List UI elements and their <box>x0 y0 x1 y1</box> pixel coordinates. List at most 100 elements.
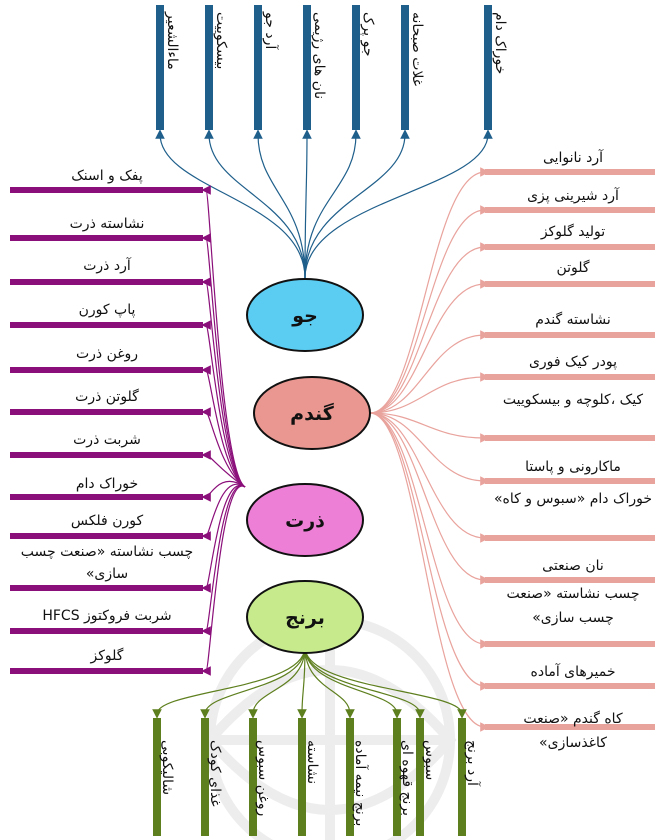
wheat-connector <box>369 412 490 486</box>
product-label: تولید گلوکز <box>540 224 606 240</box>
wheat-connector <box>369 412 490 443</box>
corn-connector <box>201 485 246 636</box>
product-label: شربت فروکتوز HFCS <box>42 608 172 624</box>
barley-product-bar <box>156 5 164 130</box>
corn-connector <box>201 480 246 502</box>
wheat-connector <box>369 412 490 543</box>
wheat-node <box>253 376 371 450</box>
corn-product-bar <box>10 367 203 373</box>
product-label: گلوکز <box>90 648 124 664</box>
product-label: جو پرک <box>360 12 376 57</box>
product-label: نشاسته <box>304 740 320 785</box>
product-label: روغن ذرت <box>75 346 139 362</box>
rice-node-label: برنج <box>285 607 325 629</box>
wheat-product-bar <box>485 435 655 441</box>
wheat-connector <box>369 205 490 414</box>
product-label: چسب نشاسته «صنعت چسب سازی» <box>506 586 640 626</box>
barley-connector <box>302 129 312 279</box>
barley-connector <box>253 129 306 279</box>
barley-connector <box>204 129 306 279</box>
barley-connector <box>304 129 493 279</box>
wheat-product-bar <box>485 281 655 287</box>
wheat-product-bar <box>485 641 655 647</box>
rice-node <box>246 580 364 654</box>
barley-product-bar <box>205 5 213 130</box>
wheat-connector <box>369 412 490 585</box>
wheat-product-bar <box>485 535 655 541</box>
corn-product-bar <box>10 452 203 458</box>
wheat-connector <box>369 412 490 649</box>
wheat-node-label: گندم <box>290 402 335 425</box>
barley-connector <box>155 129 306 279</box>
barley-node <box>246 278 364 352</box>
corn-product-bar <box>10 187 203 193</box>
barley-product-bar <box>352 5 360 130</box>
product-label: پودر کیک فوری <box>528 354 618 370</box>
product-label: برنج قهوه ای <box>399 740 415 817</box>
product-label: پفک و اسنک <box>71 168 143 184</box>
corn-product-bar <box>10 585 203 591</box>
product-label: ماءالشعیر <box>164 12 180 70</box>
rice-connector <box>304 646 425 719</box>
corn-product-bar <box>10 668 203 674</box>
product-label: خوراک دام «سبوس و کاه» <box>493 491 653 507</box>
rice-product-bar <box>201 718 209 836</box>
product-label: خوراک دام <box>75 476 139 492</box>
corn-connector <box>201 365 246 488</box>
rice-connector <box>304 646 467 719</box>
corn-product-bar <box>10 235 203 241</box>
product-label: گلوتن ذرت <box>75 389 139 405</box>
product-label: ماکارونی و پاستا <box>525 459 621 475</box>
rice-connector <box>297 646 307 719</box>
product-label: نشاسته ذرت <box>69 216 145 232</box>
corn-product-bar <box>10 628 203 634</box>
wheat-product-bar <box>485 169 655 175</box>
rice-product-bar <box>249 718 257 836</box>
product-label: آرد نانوایی <box>542 150 604 166</box>
product-label: گلوتن <box>556 260 590 276</box>
product-label: آرد برنج <box>464 740 480 786</box>
corn-connector <box>201 407 246 488</box>
product-label: برنج نیمه آماده <box>352 740 368 827</box>
product-label: روغن سبوس <box>255 740 271 817</box>
barley-connector <box>304 129 410 279</box>
wheat-product-bar <box>485 478 655 484</box>
barley-product-bar <box>254 5 262 130</box>
corn-connector <box>201 450 246 488</box>
product-label: نان صنعتی <box>542 558 604 574</box>
wheat-product-bar <box>485 683 655 689</box>
rice-product-bar <box>346 718 354 836</box>
rice-product-bar <box>298 718 306 836</box>
wheat-product-bar <box>485 244 655 250</box>
rice-connector <box>304 646 355 719</box>
product-label: بیسکوییت <box>213 12 229 70</box>
product-label: غذای کودک <box>207 740 223 807</box>
product-label: شالیکوبی <box>159 740 175 796</box>
rice-product-bar <box>393 718 401 836</box>
product-label: شربت ذرت <box>73 432 141 448</box>
barley-product-bar <box>401 5 409 130</box>
product-label: خمیرهای آماده <box>530 664 616 680</box>
corn-product-bar <box>10 322 203 328</box>
corn-node-label: ذرت <box>285 510 325 532</box>
wheat-connector <box>369 372 490 414</box>
product-label: آرد جو <box>262 12 278 50</box>
wheat-product-bar <box>485 207 655 213</box>
wheat-connector <box>369 279 490 414</box>
wheat-product-bar <box>485 332 655 338</box>
product-label: آرد ذرت <box>83 258 131 274</box>
product-label: سبوس <box>422 740 438 781</box>
wheat-connector <box>369 242 490 414</box>
barley-product-bar <box>484 5 492 130</box>
barley-connector <box>304 129 361 279</box>
corn-node <box>246 483 364 557</box>
rice-connector <box>200 646 306 719</box>
corn-connector <box>201 483 246 541</box>
rice-product-bar <box>416 718 424 836</box>
barley-product-bar <box>303 5 311 130</box>
corn-product-bar <box>10 494 203 500</box>
product-label: غلات صبحانه <box>409 12 425 87</box>
product-label: نان های رژیمی <box>311 12 327 100</box>
product-label: خوراک دام <box>492 12 508 75</box>
